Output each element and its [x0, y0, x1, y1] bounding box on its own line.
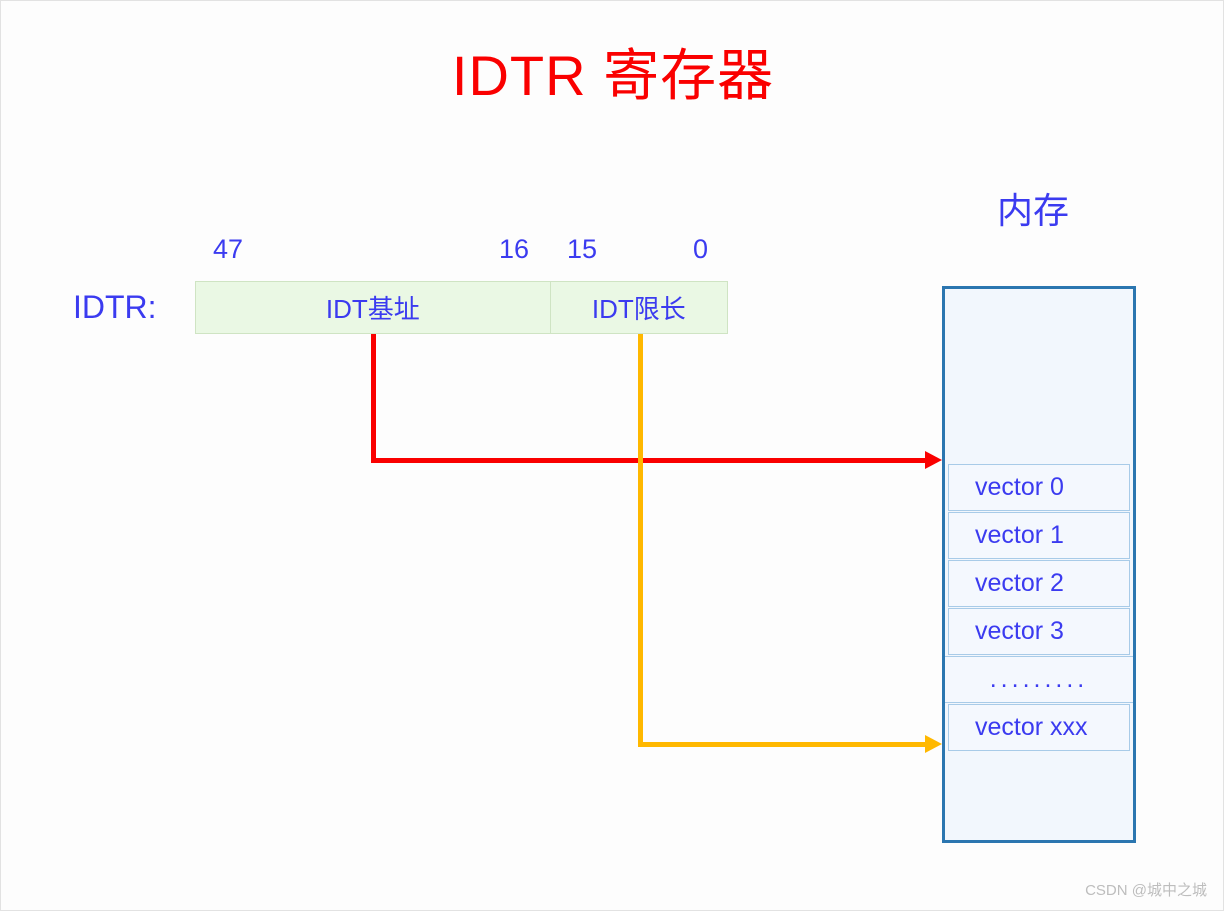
base-pointer-line-horizontal — [371, 458, 935, 463]
idt-vector-row: vector xxx — [948, 704, 1130, 751]
idt-vector-list: vector 0 vector 1 vector 2 vector 3 ....… — [945, 464, 1133, 752]
limit-pointer-line-vertical — [638, 334, 643, 745]
idt-vector-ellipsis-row: ......... — [945, 656, 1133, 703]
idt-vector-row: vector 0 — [948, 464, 1130, 511]
idt-vector-row: vector 2 — [948, 560, 1130, 607]
limit-pointer-arrowhead-icon — [925, 735, 942, 753]
idt-vector-row: vector 1 — [948, 512, 1130, 559]
idt-vector-row: vector 3 — [948, 608, 1130, 655]
idtr-register-box: IDT基址 IDT限长 — [195, 281, 728, 334]
watermark: CSDN @城中之城 — [1085, 882, 1207, 899]
bit-label-15: 15 — [567, 234, 598, 264]
memory-title: 内存 — [997, 190, 1070, 231]
bit-label-0: 0 — [693, 234, 709, 264]
bit-label-47: 47 — [213, 234, 244, 264]
idtr-register-label: IDTR: — [73, 289, 157, 325]
register-field-idt-base: IDT基址 — [196, 282, 551, 333]
limit-pointer-line-horizontal — [638, 742, 935, 747]
base-pointer-arrowhead-icon — [925, 451, 942, 469]
page-title: IDTR 寄存器 — [451, 44, 775, 107]
bit-label-16: 16 — [499, 234, 530, 264]
base-pointer-line-vertical — [371, 334, 376, 463]
memory-box: vector 0 vector 1 vector 2 vector 3 ....… — [942, 286, 1136, 843]
register-field-idt-limit: IDT限长 — [591, 294, 686, 324]
